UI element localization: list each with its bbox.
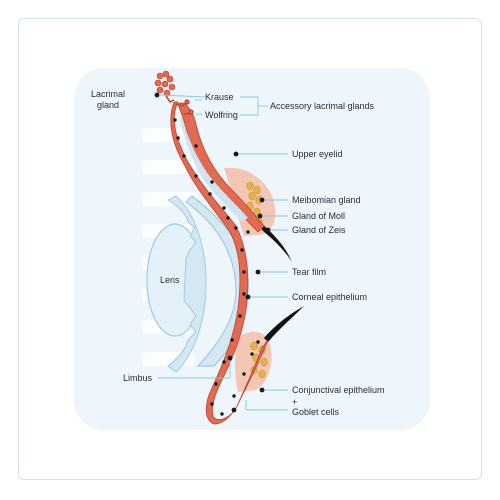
- label-accessory-lacrimal-glands: Accessory lacrimal glands: [270, 101, 375, 111]
- upper-fornix-tube: [177, 102, 265, 233]
- label-corneal-epithelium: Corneal epithelium: [292, 292, 368, 302]
- label-upper-eyelid: Upper eyelid: [292, 149, 343, 159]
- label-goblet-cells: Goblet cells: [292, 407, 340, 417]
- label-tear-film: Tear film: [292, 267, 327, 277]
- label-plus: +: [292, 397, 298, 407]
- label-conjunctival-epithelium: Conjunctival epithelium: [292, 385, 385, 395]
- label-meibomian-gland: Meibomian gland: [292, 195, 361, 205]
- label-limbus: Limbus: [123, 373, 153, 383]
- goblet-cell-dots: [173, 118, 260, 416]
- leader-lines: [158, 94, 288, 411]
- iris-structure: [166, 195, 207, 373]
- label-wolfring: Wolfring: [205, 110, 238, 120]
- label-anchor-dots: [154, 92, 271, 413]
- label-lens: Lens: [160, 275, 180, 285]
- label-krause: Krause: [205, 92, 234, 102]
- lacrimal-gland-shape: [154, 70, 176, 103]
- upper-eyelash: [262, 224, 292, 262]
- conjunctiva-outline: [170, 101, 269, 425]
- accessory-gland-buds: [175, 99, 194, 115]
- lower-eyelash: [264, 306, 304, 342]
- label-lacrimal-gland: Lacrimal gland: [90, 89, 125, 110]
- upper-fornix-lumen: [180, 116, 248, 222]
- label-gland-of-moll: Gland of Moll: [292, 211, 346, 221]
- label-gland-of-zeis: Gland of Zeis: [292, 225, 346, 235]
